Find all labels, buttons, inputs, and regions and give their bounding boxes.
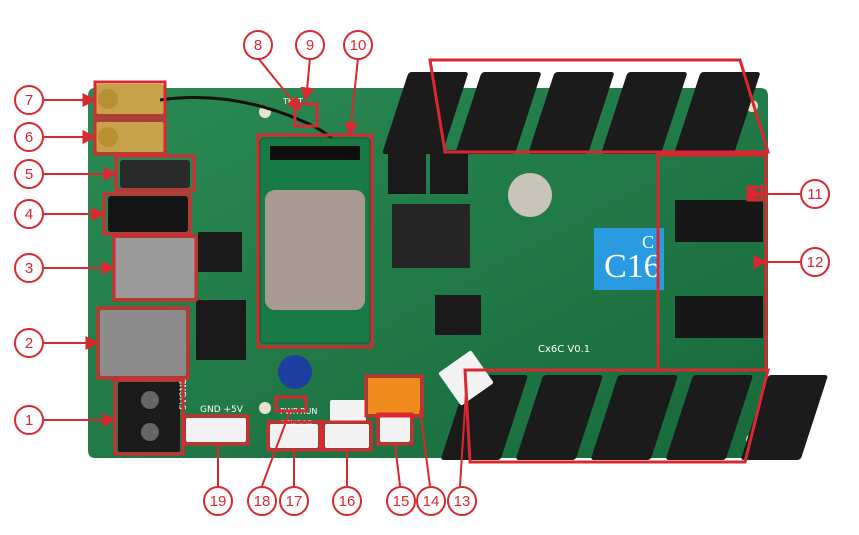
box-10 [256, 133, 374, 349]
connector-16 [325, 424, 369, 448]
silk-power-label: GND +5V [200, 405, 244, 415]
box-9 [293, 102, 319, 128]
button-switch [120, 160, 190, 188]
hub75-connectors-top [382, 72, 760, 154]
box-14 [364, 374, 424, 418]
connector-14 [330, 400, 366, 422]
callout-2: 2 [14, 328, 44, 358]
sma-antenna-connectors [95, 84, 165, 152]
callout-12: 12 [800, 247, 830, 277]
coin-battery [508, 173, 552, 217]
callout-11: 11 [800, 179, 830, 209]
leader-lines [44, 57, 800, 487]
callout-16: 16 [332, 486, 362, 516]
box-bottom-connectors [463, 368, 770, 464]
callout-15: 15 [386, 486, 416, 516]
audio-jack [108, 196, 188, 232]
callout-3: 3 [14, 253, 44, 283]
wireless-module [259, 137, 371, 344]
box-19 [182, 414, 250, 446]
power-terminal [118, 382, 180, 452]
callout-17: 17 [279, 486, 309, 516]
ic-chip [196, 300, 246, 360]
callout-10: 10 [343, 30, 373, 60]
connector-19 [186, 418, 246, 442]
ethernet-port [100, 310, 186, 376]
callout-19: 19 [203, 486, 233, 516]
callout-14: 14 [416, 486, 446, 516]
callout-5: 5 [14, 159, 44, 189]
silk-run-label: RUN [300, 407, 317, 416]
chip-label: C16 C [594, 228, 664, 290]
callout-1: 1 [14, 405, 44, 435]
chip-label-main: C16 [604, 248, 661, 285]
mount-hole [259, 402, 271, 414]
hub75-connectors-bottom [441, 375, 828, 460]
callout-8: 8 [243, 30, 273, 60]
callout-18: 18 [247, 486, 277, 516]
chip-label-sup: C [642, 232, 654, 252]
ic-chip [198, 232, 242, 272]
sdram-chip [675, 200, 763, 242]
callout-7: 7 [14, 85, 44, 115]
memory-chip [430, 150, 468, 194]
callout-9: 9 [295, 30, 325, 60]
box-18 [274, 395, 308, 413]
box-top-connectors [428, 58, 771, 154]
heatsink [392, 204, 470, 268]
relay [368, 378, 420, 414]
capacitor [278, 355, 312, 389]
callout-13: 13 [447, 486, 477, 516]
memory-chip [388, 150, 426, 194]
sdram-chip [675, 296, 763, 338]
connector-15 [380, 416, 410, 442]
silk-version: Cx6C V0.1 [538, 344, 590, 355]
callout-4: 4 [14, 199, 44, 229]
usb-port [115, 238, 195, 298]
ic-chip [435, 295, 481, 335]
callout-6: 6 [14, 122, 44, 152]
